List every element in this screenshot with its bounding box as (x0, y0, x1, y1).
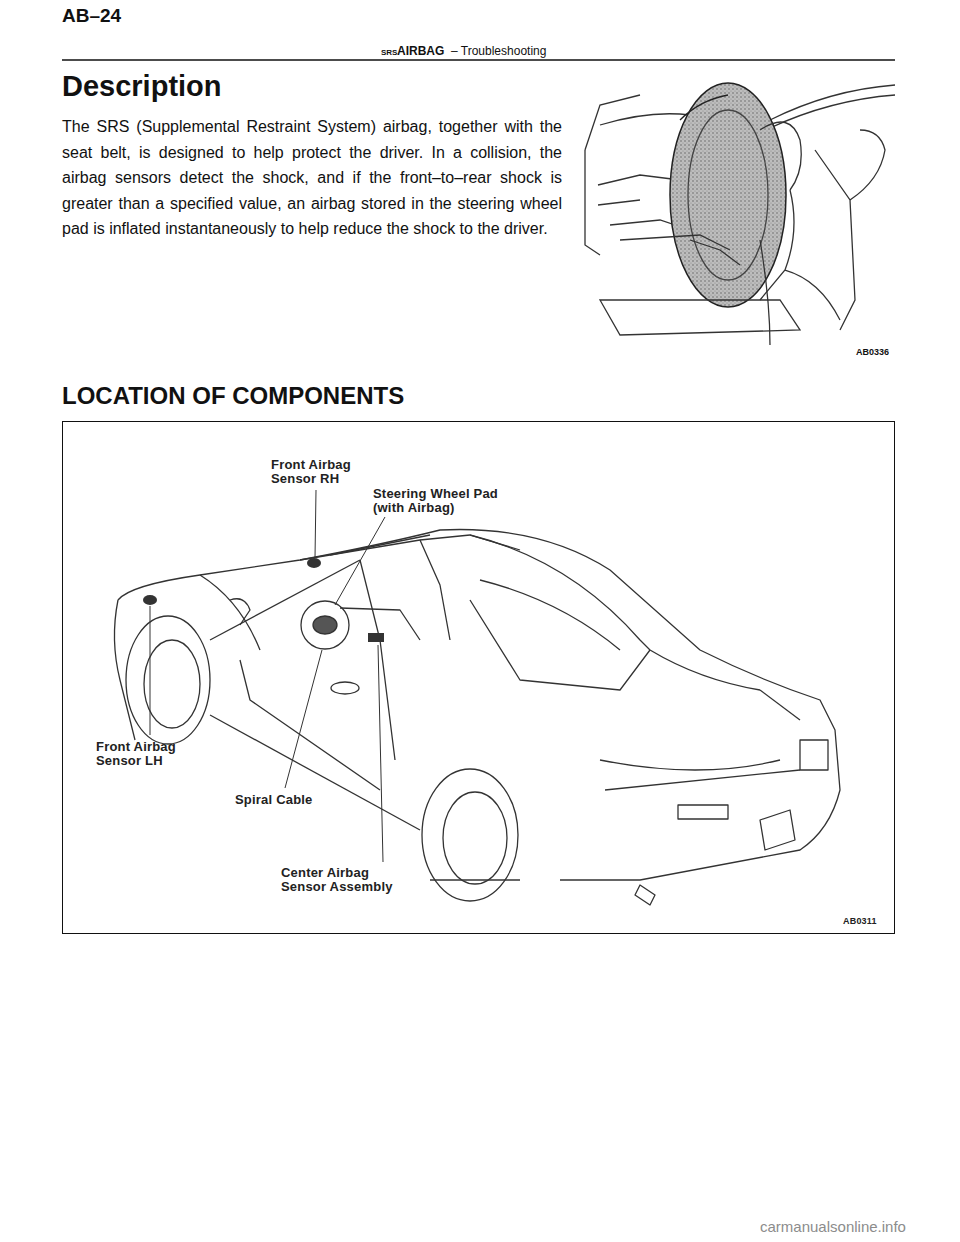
car-drawing (114, 600, 135, 740)
car-drawing (635, 885, 655, 905)
watermark: carmanualsonline.info (760, 1218, 906, 1235)
callout-label: Front Airbag Sensor RH (271, 458, 367, 486)
components-frame: Front Airbag Sensor RHSteering Wheel Pad… (62, 421, 895, 934)
car-drawing (210, 715, 420, 830)
car-drawing (360, 560, 395, 760)
subsection-name: – Troubleshooting (451, 44, 546, 58)
car-drawing (313, 616, 337, 634)
car-drawing (118, 530, 840, 881)
car-drawing (443, 792, 507, 884)
airbag-illustration (688, 110, 768, 280)
airbag-illustration (670, 83, 786, 307)
airbag-illustration (850, 130, 885, 200)
page-number: AB–24 (62, 5, 121, 27)
section-name: AIRBAG (397, 44, 444, 58)
car-drawing (605, 770, 800, 790)
leader-lines (150, 490, 385, 862)
airbag-illustration (585, 83, 895, 345)
airbag-illustration (760, 190, 794, 300)
airbag-illustration (760, 122, 801, 190)
header-rule (62, 59, 895, 61)
airbag-illustration (770, 95, 895, 128)
car-drawing (200, 575, 260, 650)
airbag-illustration (690, 240, 740, 265)
car-drawing (470, 600, 650, 690)
figure-code: AB0311 (843, 916, 877, 926)
sensor-marks (143, 595, 157, 605)
airbag-illustration (770, 85, 895, 120)
car-drawing (650, 650, 760, 690)
airbag-illustration (760, 240, 770, 345)
callout-label: Spiral Cable (235, 793, 313, 807)
sensor-marks (143, 558, 384, 642)
car-drawing (230, 599, 250, 625)
sensor-marks (307, 558, 321, 568)
airbag-illustration (785, 270, 840, 320)
car-drawing (678, 805, 728, 819)
leader-lines (150, 606, 151, 735)
figure-code: AB0336 (856, 347, 889, 357)
car-drawing (420, 540, 450, 640)
car-drawing (114, 530, 840, 906)
car-drawing (760, 690, 800, 720)
car-drawing (144, 640, 200, 728)
car-drawing (240, 660, 380, 790)
callout-label: Front Airbag Sensor LH (96, 740, 192, 768)
leader-lines (378, 645, 383, 862)
airbag-illustration (815, 150, 855, 330)
car-drawing (422, 769, 518, 901)
section-heading: LOCATION OF COMPONENTS (62, 382, 404, 410)
leader-lines (285, 650, 322, 788)
car-drawing (760, 810, 795, 850)
sensor-marks (368, 633, 384, 642)
airbag-illustration (598, 200, 640, 205)
car-drawing (480, 580, 620, 650)
description-paragraph: The SRS (Supplemental Restraint System) … (62, 114, 562, 242)
airbag-illustration (680, 95, 728, 120)
car-drawing (430, 879, 520, 880)
car-drawing (300, 535, 520, 560)
car-drawing (470, 535, 650, 650)
car-drawing (800, 740, 828, 770)
car-drawing (126, 616, 210, 744)
airbag-illustration (585, 95, 640, 150)
callout-label: Steering Wheel Pad (with Airbag) (373, 487, 501, 515)
leader-lines (315, 490, 316, 558)
section-title: Description (62, 70, 222, 103)
callout-label: Center Airbag Sensor Assembly (281, 866, 415, 894)
car-drawing (330, 535, 430, 555)
airbag-illustration (598, 175, 680, 185)
car-drawing (600, 760, 780, 770)
airbag-illustration (585, 150, 600, 255)
car-drawing (331, 682, 359, 694)
airbag-illustration (600, 114, 690, 125)
section-tag: SRS (381, 48, 397, 57)
leader-lines (335, 517, 385, 605)
